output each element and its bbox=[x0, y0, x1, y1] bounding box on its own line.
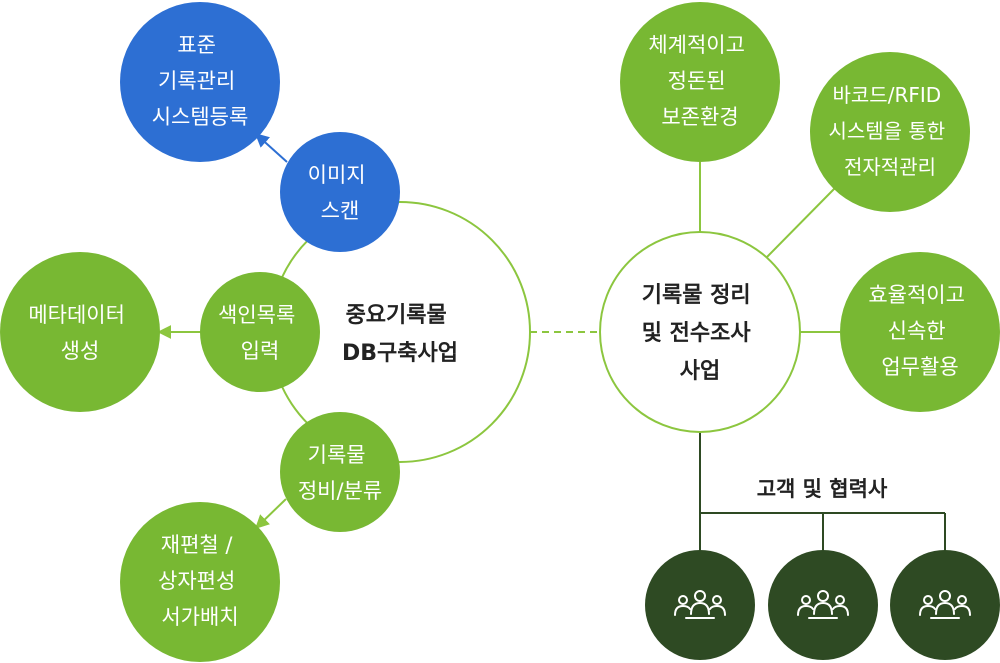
node-rebinding-line-1: 재편철 / bbox=[161, 533, 234, 557]
node-standard-system-line-1: 표준 bbox=[177, 33, 216, 57]
right-hub-label: 기록물 정리 및 전수조사 사업 bbox=[642, 283, 759, 384]
svg-text:메타데이터 생성: 메타데이터 생성 bbox=[28, 303, 131, 363]
node-image-scan-line-1: 이미지 bbox=[308, 163, 366, 187]
node-standard-system-circle bbox=[120, 2, 280, 162]
right-hub-line-3: 사업 bbox=[680, 359, 720, 384]
node-standard-system-line-3: 시스템등록 bbox=[152, 105, 249, 129]
svg-text:재편철 / 상자편성 서가배치: 재편철 / 상자편성 서가배치 bbox=[158, 533, 242, 629]
node-barcode-line-3: 전자적관리 bbox=[844, 155, 936, 179]
node-barcode-line-2: 시스템을 통한 bbox=[828, 119, 945, 143]
svg-text:바코드/RFID 시스템을 통한 전: 바코드/RFID 시스템을 통한 전자적관리 bbox=[828, 83, 951, 179]
node-barcode-line-1: 바코드/RFID bbox=[833, 83, 942, 107]
node-metadata: 메타데이터 생성 bbox=[0, 252, 160, 412]
people-group-icon bbox=[919, 590, 971, 619]
node-preservation-circle bbox=[620, 2, 780, 162]
node-standard-system: 표준 기록관리 시스템등록 bbox=[120, 2, 280, 162]
node-index-input-circle bbox=[200, 272, 320, 392]
link-to-barcode bbox=[765, 187, 836, 259]
node-image-scan: 이미지 스캔 bbox=[280, 132, 400, 252]
svg-text:효율적이고 신속한 업무활용: 효율적이고 신속한 업무활용 bbox=[868, 283, 971, 379]
svg-text:표준 기록관리 시스템등록: 표준 기록관리 시스템등록 bbox=[152, 33, 249, 129]
node-rebinding-circle bbox=[120, 502, 280, 662]
node-rebinding-line-2: 상자편성 bbox=[158, 569, 235, 593]
left-hub: 중요기록물 DB구축사업 bbox=[269, 201, 531, 463]
arrow-to-standard-system bbox=[254, 133, 288, 163]
node-index-input-line-1: 색인목록 bbox=[218, 303, 295, 327]
node-metadata-line-2: 생성 bbox=[61, 339, 100, 363]
connectors bbox=[157, 133, 946, 552]
node-metadata-line-1: 메타데이터 bbox=[28, 303, 125, 327]
node-efficiency: 효율적이고 신속한 업무활용 bbox=[840, 252, 1000, 412]
node-barcode-circle bbox=[810, 52, 970, 212]
node-records-arrange: 기록물 정비/분류 bbox=[280, 412, 400, 532]
node-barcode: 바코드/RFID 시스템을 통한 전자적관리 bbox=[810, 52, 970, 212]
node-image-scan-line-2: 스캔 bbox=[321, 199, 360, 223]
node-index-input: 색인목록 입력 bbox=[200, 272, 320, 392]
node-efficiency-line-1: 효율적이고 bbox=[868, 283, 965, 307]
arrow-to-rebinding bbox=[254, 498, 287, 529]
node-rebinding-line-3: 서가배치 bbox=[161, 605, 238, 629]
partner-circle-3 bbox=[890, 550, 1000, 660]
right-hub-line-2: 및 전수조사 bbox=[642, 321, 752, 346]
node-records-arrange-line-2: 정비/분류 bbox=[298, 479, 382, 503]
partner-circle-2 bbox=[768, 550, 878, 660]
node-image-scan-circle bbox=[280, 132, 400, 252]
node-efficiency-circle bbox=[840, 252, 1000, 412]
node-preservation-line-3: 보존환경 bbox=[661, 105, 738, 129]
node-efficiency-line-3: 업무활용 bbox=[881, 355, 958, 379]
node-records-arrange-line-1: 기록물 bbox=[308, 443, 366, 467]
right-hub-line-1: 기록물 정리 bbox=[642, 283, 751, 308]
right-hub: 기록물 정리 및 전수조사 사업 bbox=[599, 231, 801, 433]
svg-text:체계적이고 정돈된 보존환경: 체계적이고 정돈된 보존환경 bbox=[648, 33, 751, 129]
partner-circle-1 bbox=[645, 550, 755, 660]
people-group-icon bbox=[674, 590, 726, 619]
left-hub-label: 중요기록물 DB구축사업 bbox=[342, 303, 458, 366]
node-metadata-circle bbox=[0, 252, 160, 412]
node-preservation: 체계적이고 정돈된 보존환경 bbox=[620, 2, 780, 162]
partners-label: 고객 및 협력사 bbox=[757, 477, 888, 501]
node-preservation-line-1: 체계적이고 bbox=[648, 33, 745, 57]
svg-text:이미지 스캔: 이미지 스캔 bbox=[308, 163, 373, 223]
left-hub-line-2: DB구축사업 bbox=[342, 341, 458, 366]
node-standard-system-line-2: 기록관리 bbox=[158, 69, 235, 93]
right-hub-circle bbox=[599, 231, 801, 433]
left-hub-line-1: 중요기록물 bbox=[346, 303, 447, 328]
people-group-icon bbox=[797, 590, 849, 619]
node-index-input-line-2: 입력 bbox=[241, 339, 280, 363]
partners-bracket bbox=[699, 432, 946, 552]
node-efficiency-line-2: 신속한 bbox=[888, 319, 946, 343]
node-preservation-line-2: 정돈된 bbox=[668, 69, 726, 93]
node-records-arrange-circle bbox=[280, 412, 400, 532]
svg-text:색인목록 입력: 색인목록 입력 bbox=[218, 303, 302, 363]
svg-text:기록물 정비/분류: 기록물 정비/분류 bbox=[298, 443, 382, 503]
node-rebinding: 재편철 / 상자편성 서가배치 bbox=[120, 502, 280, 662]
